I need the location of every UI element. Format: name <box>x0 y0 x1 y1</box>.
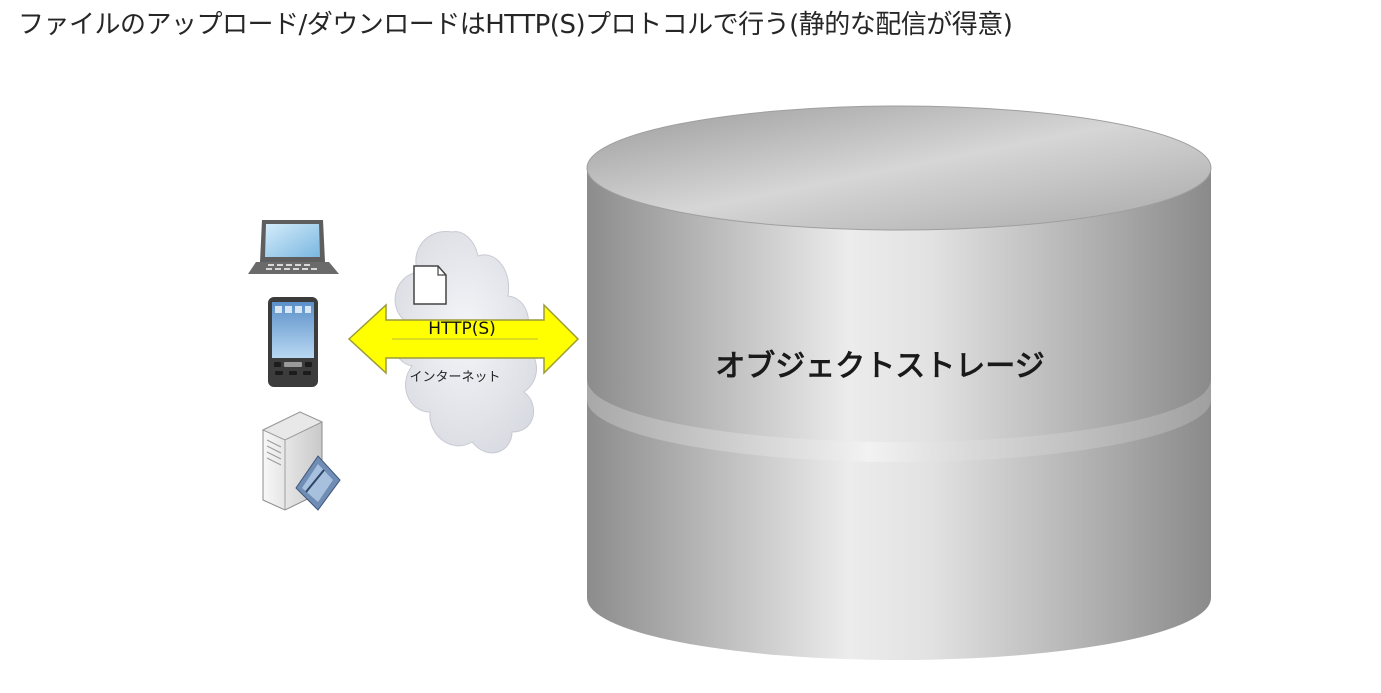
laptop-icon <box>248 220 339 274</box>
object-storage-cylinder: オブジェクトストレージ <box>586 105 1212 660</box>
page-title: ファイルのアップロード/ダウンロードはHTTP(S)プロトコルで行う(静的な配信… <box>18 10 1013 40</box>
smartphone-icon <box>268 297 318 387</box>
internet-label: インターネット <box>409 370 500 385</box>
bidirectional-arrow: HTTP(S) <box>347 303 580 375</box>
server-icon <box>261 411 341 511</box>
object-storage-label: オブジェクトストレージ <box>715 349 1044 384</box>
protocol-label: HTTP(S) <box>428 319 496 339</box>
document-icon <box>413 265 447 305</box>
